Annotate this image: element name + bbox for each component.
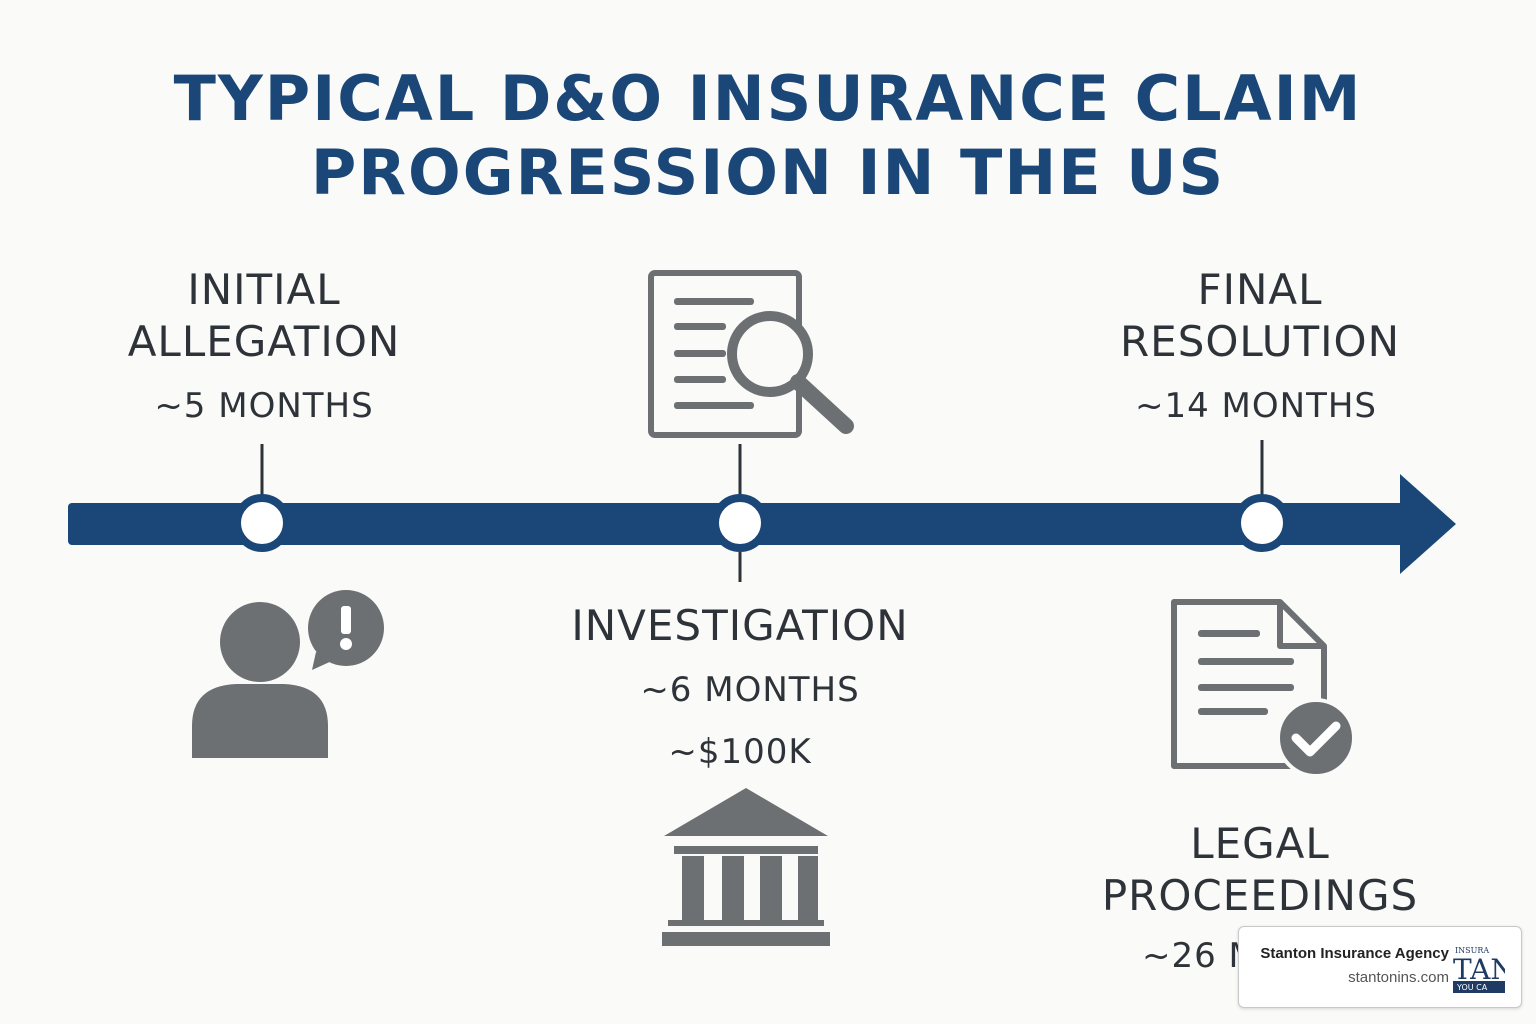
stanton-logo: INSURA TAN YOU CA [1453, 945, 1505, 993]
brand-badge[interactable]: Stanton Insurance Agency stantonins.com … [1238, 926, 1522, 1008]
svg-text:INSURA: INSURA [1455, 946, 1489, 955]
svg-text:TAN: TAN [1453, 953, 1505, 986]
badge-url[interactable]: stantonins.com [1348, 969, 1449, 986]
final-resolution-label: FINAL RESOLUTION [1060, 264, 1460, 368]
badge-agency-name: Stanton Insurance Agency [1260, 945, 1449, 962]
legal-label-line-2: PROCEEDINGS [1101, 871, 1419, 920]
courthouse-icon [662, 788, 830, 946]
legal-label-line-1: LEGAL [1190, 819, 1330, 868]
title-line-2: PROGRESSION IN THE US [310, 136, 1226, 209]
investigation-label: INVESTIGATION [571, 601, 909, 650]
marker-investigation [711, 494, 769, 552]
initial-allegation-label: INITIAL ALLEGATION [64, 264, 464, 368]
initial-label-line-2: ALLEGATION [127, 317, 401, 366]
initial-duration: ~5 MONTHS [154, 386, 374, 426]
final-duration: ~14 MONTHS [1134, 386, 1377, 426]
marker-initial [233, 494, 291, 552]
investigation-duration: ~6 MONTHS [640, 670, 860, 710]
title-line-1: TYPICAL D&O INSURANCE CLAIM [173, 62, 1363, 135]
legal-proceedings-label: LEGAL PROCEEDINGS [1060, 818, 1460, 922]
document-check-icon [1171, 599, 1356, 776]
svg-text:YOU CA: YOU CA [1456, 983, 1488, 992]
person-alert-icon [192, 590, 384, 758]
final-label-line-2: RESOLUTION [1119, 317, 1400, 366]
initial-label-line-1: INITIAL [187, 265, 341, 314]
timeline-arrowhead [1400, 474, 1456, 574]
document-search-icon [648, 270, 854, 438]
investigation-cost: ~$100K [668, 732, 812, 772]
page-title: TYPICAL D&O INSURANCE CLAIM PROGRESSION … [0, 62, 1536, 210]
marker-final [1233, 494, 1291, 552]
final-label-line-1: FINAL [1197, 265, 1323, 314]
